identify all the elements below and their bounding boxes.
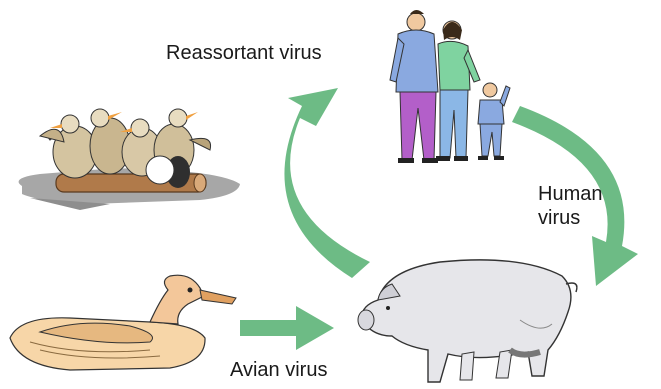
arrow-duck-to-pig xyxy=(240,306,334,350)
human-virus-label: Human virus xyxy=(538,182,602,230)
avian-virus-label: Avian virus xyxy=(230,358,327,382)
reassortant-virus-label: Reassortant virus xyxy=(166,41,322,65)
arrow-pig-to-humans xyxy=(284,88,370,278)
pig-icon xyxy=(358,260,577,382)
human-virus-label-line2: virus xyxy=(538,206,602,230)
seabirds-on-log-icon xyxy=(19,109,240,210)
family-icon xyxy=(390,10,510,163)
duck-icon xyxy=(10,275,236,370)
human-virus-label-line1: Human xyxy=(538,182,602,206)
